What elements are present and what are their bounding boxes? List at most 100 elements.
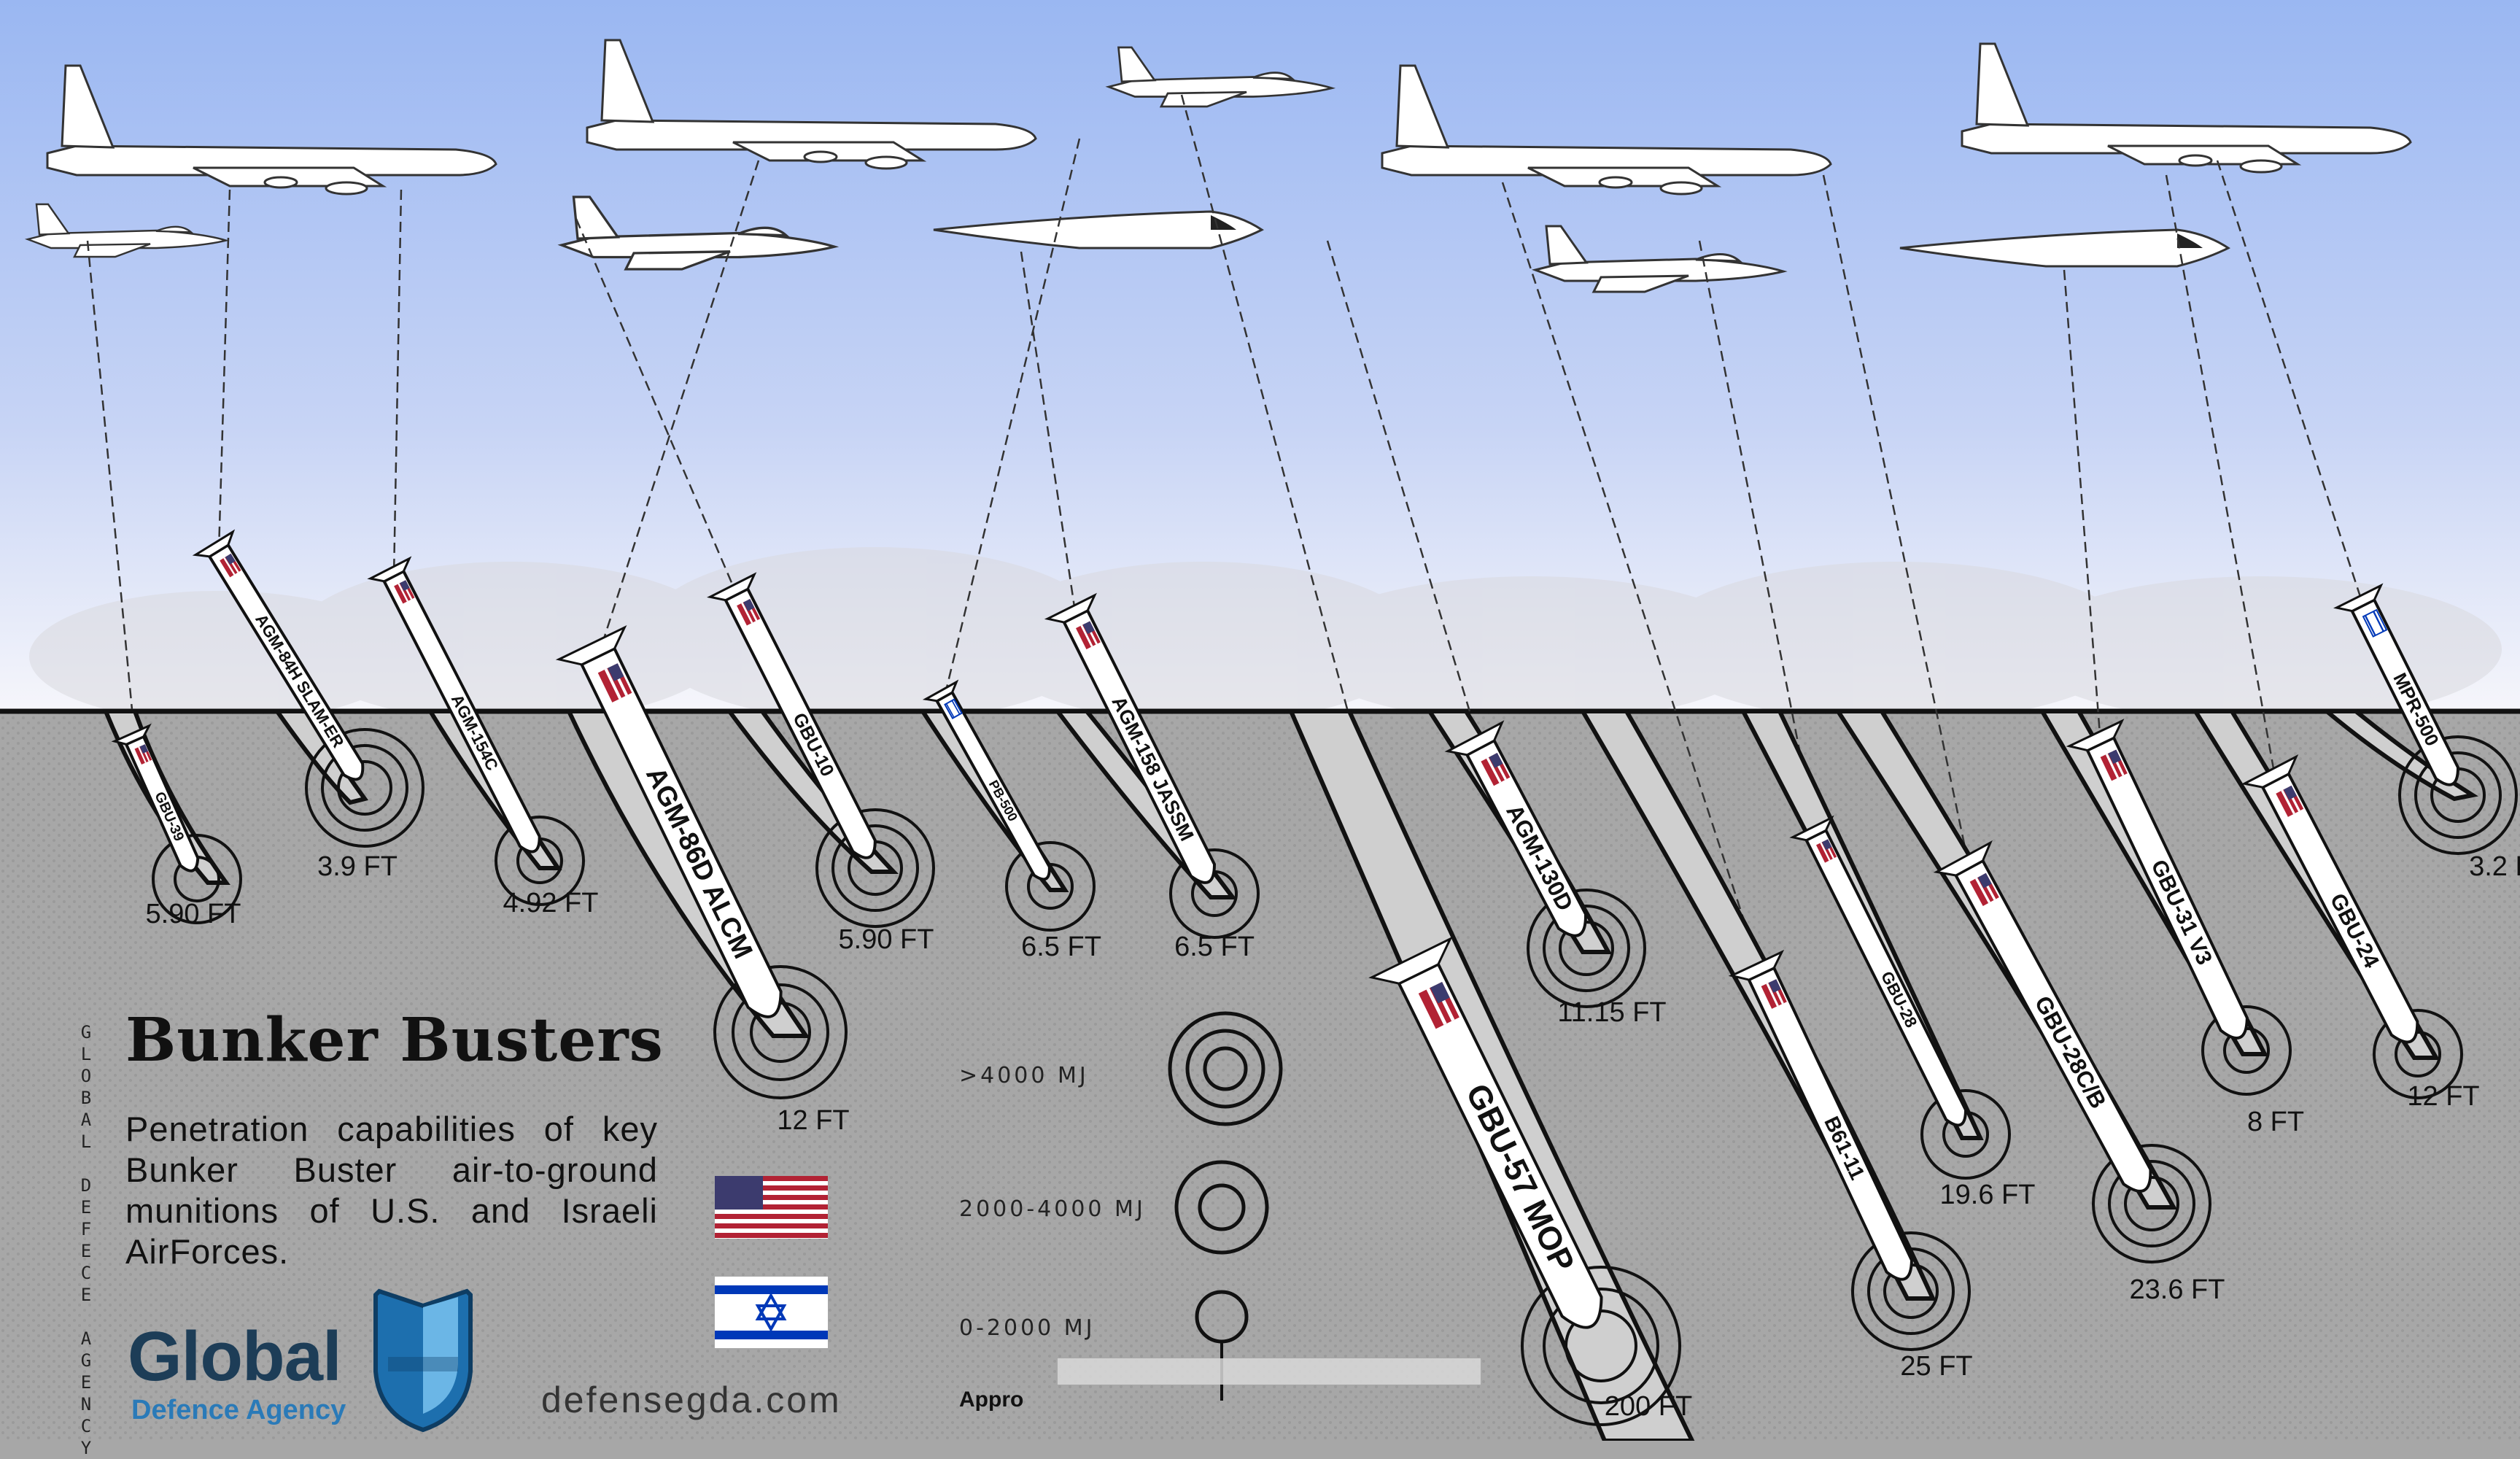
depth-label: 12 FT bbox=[2407, 1081, 2479, 1112]
impact-rings bbox=[1851, 1231, 1971, 1351]
agency-letter bbox=[77, 1153, 95, 1174]
us-flag bbox=[715, 1176, 828, 1239]
impact-rings bbox=[305, 728, 424, 848]
munition-body bbox=[724, 587, 877, 859]
agency-letter: E bbox=[80, 1372, 92, 1393]
depth-label: 23.6 FT bbox=[2130, 1274, 2225, 1305]
fighter-aircraft-icon bbox=[1105, 46, 1336, 108]
agency-letter: E bbox=[80, 1285, 92, 1305]
us-flag-icon bbox=[1761, 979, 1787, 1009]
agency-letter: C bbox=[80, 1263, 92, 1283]
impact-rings bbox=[2398, 735, 2518, 855]
depth-label: 4.92 FT bbox=[503, 888, 599, 918]
trajectory-line bbox=[597, 160, 760, 657]
agency-letter: G bbox=[80, 1350, 92, 1371]
agency-letter: F bbox=[80, 1219, 92, 1239]
munition-fins bbox=[192, 529, 236, 558]
us-flag-icon bbox=[220, 553, 241, 578]
description: Penetration capabilities of key Bunker B… bbox=[125, 1110, 658, 1271]
us-flag-icon bbox=[1481, 753, 1511, 786]
brand-name: Global bbox=[128, 1317, 342, 1396]
munition-body bbox=[2350, 597, 2460, 786]
israel-flag-icon bbox=[2362, 608, 2388, 638]
trajectory-line bbox=[575, 218, 738, 595]
us-flag-icon bbox=[134, 744, 152, 765]
israel-flag bbox=[715, 1277, 828, 1348]
approx-bar bbox=[1058, 1358, 1481, 1385]
munition-body bbox=[381, 569, 541, 854]
trajectory-line bbox=[2216, 160, 2365, 606]
bomber-aircraft-icon bbox=[1381, 64, 1832, 196]
agency-letter: B bbox=[80, 1088, 92, 1108]
legend-label-high: >4000 MJ bbox=[959, 1063, 1089, 1088]
munition-4: GBU-10 bbox=[707, 572, 877, 859]
depth-label: 3.9 FT bbox=[317, 851, 398, 882]
fighter-aircraft-icon bbox=[24, 203, 230, 258]
depth-label: 5.90 FT bbox=[146, 899, 241, 929]
legend-approx-label: Appro bbox=[959, 1388, 1024, 1412]
us-flag-icon bbox=[1969, 872, 1999, 906]
bomber-aircraft-icon bbox=[1961, 42, 2412, 174]
agency-letter: N bbox=[80, 1394, 92, 1415]
munition-body bbox=[934, 690, 1051, 881]
munition-fins bbox=[555, 624, 627, 666]
agency-letter: D bbox=[80, 1175, 92, 1196]
trajectory-line bbox=[1326, 240, 1482, 748]
fighter-aircraft-icon bbox=[1531, 225, 1788, 293]
munition-fins bbox=[707, 572, 757, 602]
us-flag-icon bbox=[737, 598, 761, 626]
munition-fins bbox=[1444, 720, 1505, 756]
depth-label: 200 FT bbox=[1605, 1391, 1692, 1422]
shield-icon bbox=[373, 1288, 473, 1433]
munition-body bbox=[2260, 772, 2419, 1044]
us-flag-icon bbox=[394, 580, 415, 604]
munition-fins bbox=[1368, 936, 1453, 985]
munition-body bbox=[1953, 859, 2152, 1193]
website-link[interactable]: defensegda.com bbox=[541, 1379, 842, 1420]
impact-rings bbox=[1527, 889, 1646, 1008]
agency-letter: A bbox=[80, 1328, 92, 1349]
page-title: Bunker Busters bbox=[125, 1005, 664, 1075]
munition-body bbox=[1747, 966, 1913, 1281]
trajectory-line bbox=[1501, 182, 1763, 975]
trajectory-line bbox=[86, 240, 136, 741]
munition-fins bbox=[1789, 815, 1834, 842]
depth-label: 6.5 FT bbox=[1174, 932, 1255, 962]
legend-label-low: 0-2000 MJ bbox=[959, 1315, 1096, 1341]
munition-body bbox=[579, 646, 783, 1018]
depth-label: 5.90 FT bbox=[839, 924, 934, 955]
trajectory-line bbox=[1698, 240, 1818, 836]
agency-letter: L bbox=[80, 1044, 92, 1064]
munition-fins bbox=[1728, 949, 1785, 981]
munition-body bbox=[1397, 962, 1603, 1329]
impact-rings bbox=[815, 808, 935, 928]
trajectory-lines bbox=[86, 94, 2365, 975]
trajectory-line bbox=[2165, 174, 2277, 781]
munition-fins bbox=[922, 679, 959, 703]
munition-fins bbox=[2241, 754, 2299, 789]
munition-10: GBU-28 bbox=[1789, 815, 1968, 1127]
munition-body bbox=[2085, 735, 2249, 1040]
depth-label: 8 FT bbox=[2247, 1107, 2304, 1137]
brand-subtitle: Defence Agency bbox=[131, 1395, 346, 1425]
depth-label: 11.15 FT bbox=[1557, 997, 1666, 1028]
legend-label-mid: 2000-4000 MJ bbox=[959, 1196, 1146, 1222]
agency-letter: L bbox=[80, 1131, 92, 1152]
depth-label: 6.5 FT bbox=[1021, 932, 1101, 962]
aircraft-group bbox=[24, 39, 2412, 293]
depth-label: 19.6 FT bbox=[1940, 1180, 2036, 1210]
munition-fins bbox=[367, 556, 412, 583]
agency-letter: E bbox=[80, 1197, 92, 1218]
impact-rings bbox=[1005, 841, 1096, 932]
stealth-aircraft-icon bbox=[1899, 228, 2230, 268]
munition-body bbox=[207, 543, 365, 781]
munition-body bbox=[1804, 828, 1968, 1127]
munition-fins bbox=[1044, 592, 1097, 624]
fighter-aircraft-icon bbox=[557, 196, 840, 271]
bomber-aircraft-icon bbox=[46, 64, 497, 196]
munition-body bbox=[1062, 608, 1217, 884]
munition-fins bbox=[2333, 583, 2384, 613]
legend-rings bbox=[1168, 1011, 1283, 1401]
trajectory-line bbox=[1020, 251, 1077, 617]
us-flag-icon bbox=[597, 663, 632, 703]
